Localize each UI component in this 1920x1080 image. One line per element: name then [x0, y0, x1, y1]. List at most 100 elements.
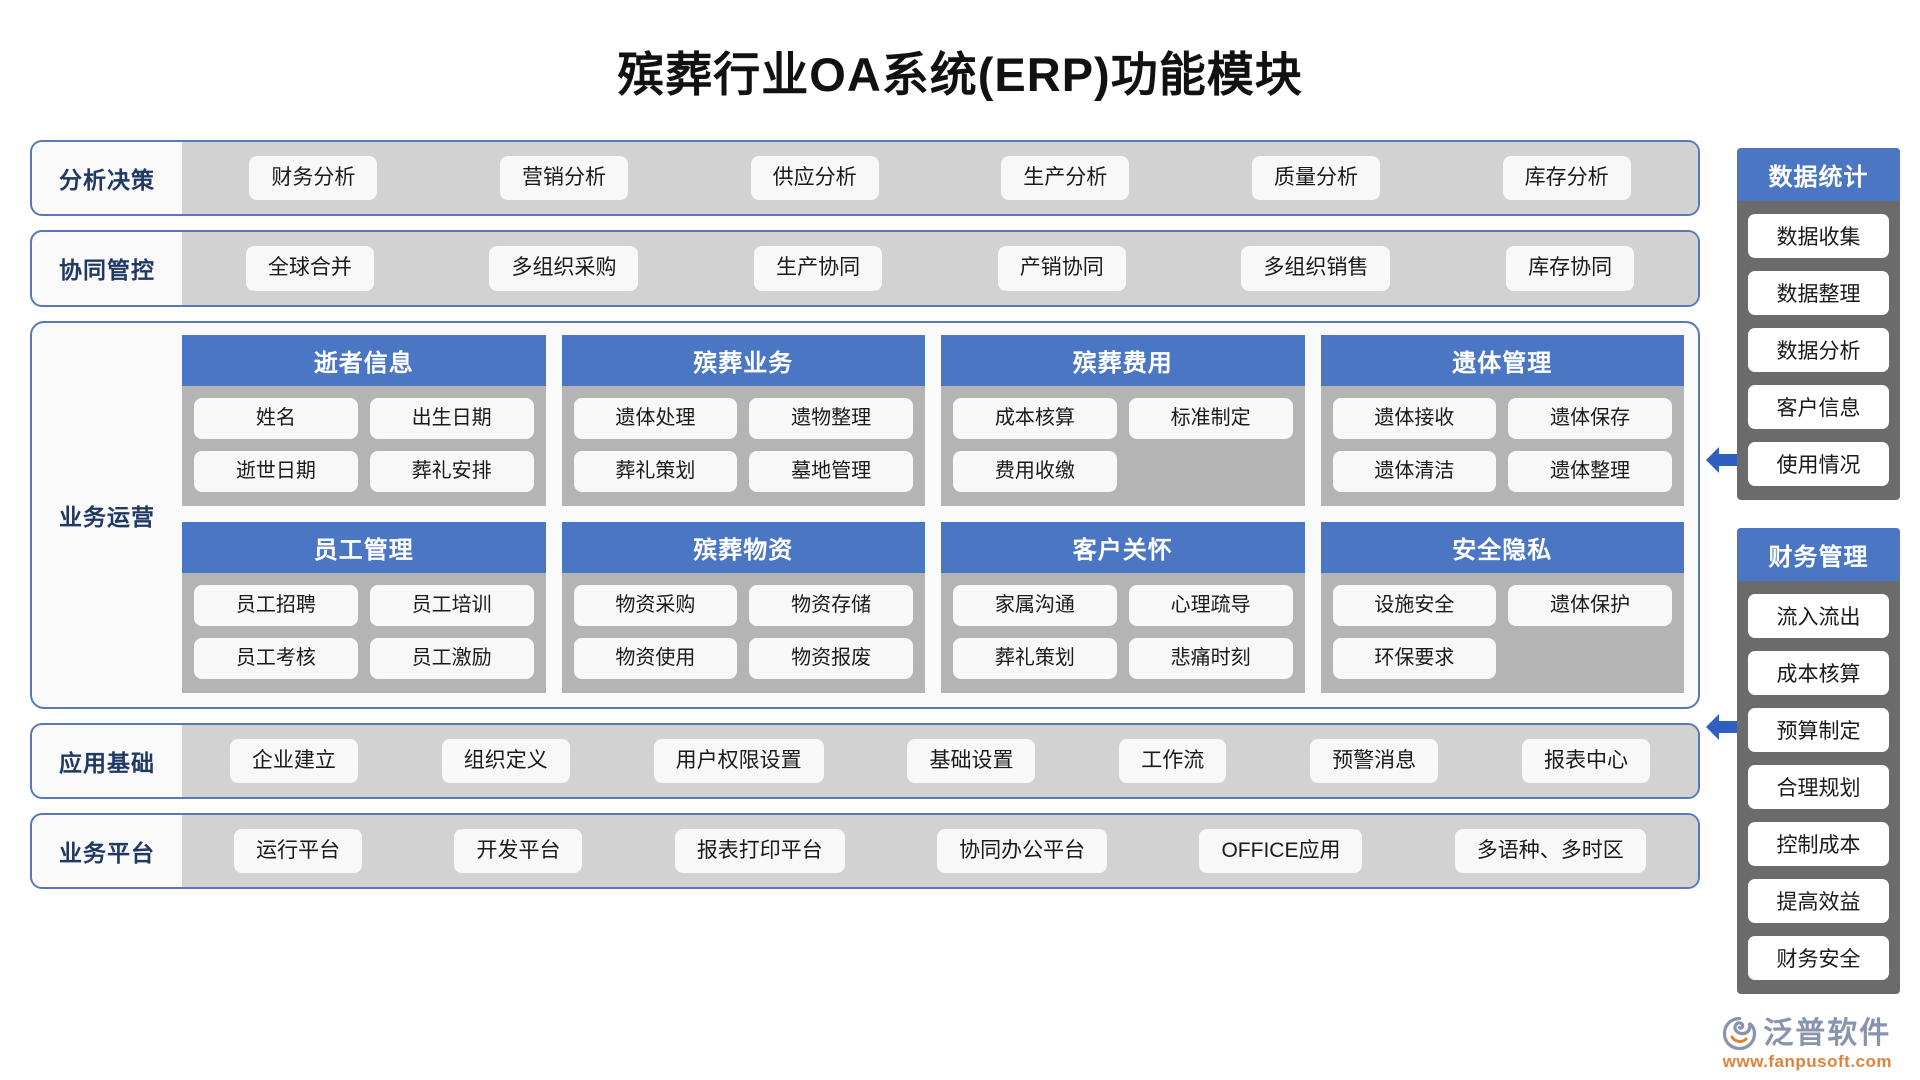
band-item[interactable]: 多组织销售: [1241, 246, 1391, 291]
card-item[interactable]: 物资报废: [749, 637, 913, 679]
sidebar-item[interactable]: 使用情况: [1748, 442, 1889, 486]
band-item[interactable]: 多语种、多时区: [1454, 828, 1646, 873]
band-item[interactable]: 预警消息: [1310, 738, 1439, 783]
band-item[interactable]: 用户权限设置: [653, 738, 824, 783]
band-item[interactable]: 质量分析: [1251, 156, 1380, 201]
card-item[interactable]: 费用收缴: [953, 450, 1117, 492]
card-items: 物资采购 物资存储 物资使用 物资报废: [561, 572, 925, 693]
band-item[interactable]: 生产分析: [1001, 156, 1130, 201]
connector-arrow-finance-management: [1706, 710, 1762, 744]
card-item[interactable]: 墓地管理: [749, 450, 913, 492]
band-item[interactable]: 工作流: [1119, 738, 1227, 783]
card-title: 逝者信息: [182, 334, 546, 386]
band-item[interactable]: 产销协同: [997, 246, 1126, 291]
band-item[interactable]: 全球合并: [245, 246, 374, 291]
sidebar-item[interactable]: 合理规划: [1748, 765, 1889, 809]
card-item[interactable]: 遗体清洁: [1332, 450, 1497, 492]
band-item[interactable]: 库存协同: [1506, 246, 1635, 291]
band-item[interactable]: 供应分析: [750, 156, 879, 201]
card-item[interactable]: 遗体整理: [1508, 450, 1672, 492]
card-item[interactable]: 员工招聘: [194, 584, 358, 626]
sidebar-panel-data-statistics: 数据统计 数据收集 数据整理 数据分析 客户信息 使用情况: [1737, 148, 1900, 500]
sidebar-item[interactable]: 数据分析: [1748, 328, 1889, 372]
card-item[interactable]: 悲痛时刻: [1128, 637, 1293, 679]
band-item[interactable]: 组织定义: [441, 738, 570, 783]
band-analysis-decision: 分析决策 财务分析 营销分析 供应分析 生产分析 质量分析 库存分析: [30, 140, 1700, 217]
card-item[interactable]: 遗体处理: [573, 397, 738, 439]
page-title: 殡葬行业OA系统(ERP)功能模块: [617, 48, 1303, 101]
card-item[interactable]: 员工培训: [369, 584, 534, 626]
card-item[interactable]: 葬礼策划: [953, 637, 1117, 679]
card-title: 遗体管理: [1320, 334, 1684, 386]
band-label: 业务运营: [59, 503, 155, 530]
band-label: 业务平台: [59, 839, 155, 866]
logo-row: 泛普软件: [1723, 1016, 1892, 1051]
band-item[interactable]: 开发平台: [454, 828, 583, 873]
card-items: 成本核算 标准制定 费用收缴: [941, 385, 1305, 506]
card-title: 殡葬业务: [561, 334, 925, 386]
card-item[interactable]: 姓名: [194, 397, 358, 439]
band-item[interactable]: 企业建立: [229, 738, 358, 783]
band-application-foundation: 应用基础 企业建立 组织定义 用户权限设置 基础设置 工作流 预警消息 报表中心: [30, 722, 1700, 799]
card-item[interactable]: 葬礼安排: [369, 450, 534, 492]
band-items: 企业建立 组织定义 用户权限设置 基础设置 工作流 预警消息 报表中心: [182, 724, 1698, 797]
card-item[interactable]: 遗体接收: [1332, 397, 1497, 439]
band-items: 全球合并 多组织采购 生产协同 产销协同 多组织销售 库存协同: [182, 232, 1698, 305]
card-item[interactable]: 环保要求: [1332, 637, 1497, 679]
card-items: 设施安全 遗体保护 环保要求: [1320, 572, 1684, 693]
card-deceased-info: 逝者信息 姓名 出生日期 逝世日期 葬礼安排: [182, 334, 546, 506]
sidebar-item[interactable]: 流入流出: [1748, 594, 1889, 638]
card-item[interactable]: 逝世日期: [194, 450, 358, 492]
sidebar-item[interactable]: 财务安全: [1748, 936, 1889, 980]
card-item[interactable]: 物资使用: [573, 637, 738, 679]
band-items: 运行平台 开发平台 报表打印平台 协同办公平台 OFFICE应用 多语种、多时区: [182, 814, 1698, 887]
card-item[interactable]: 葬礼策划: [573, 450, 738, 492]
card-items: 家属沟通 心理疏导 葬礼策划 悲痛时刻: [941, 572, 1305, 693]
band-item[interactable]: 生产协同: [754, 246, 883, 291]
band-business-operations: 业务运营 逝者信息 姓名 出生日期 逝世日期 葬礼安排 殡葬业务 遗体处理 遗: [30, 320, 1700, 709]
band-item[interactable]: 营销分析: [499, 156, 628, 201]
band-item[interactable]: 报表中心: [1521, 738, 1650, 783]
sidebar-item[interactable]: 预算制定: [1748, 708, 1889, 752]
card-item[interactable]: 心理疏导: [1128, 584, 1293, 626]
card-title: 安全隐私: [1320, 521, 1684, 573]
sidebar-item[interactable]: 提高效益: [1748, 879, 1889, 923]
sidebar-item[interactable]: 数据整理: [1748, 271, 1889, 315]
band-item[interactable]: 协同办公平台: [937, 828, 1108, 873]
card-employee-management: 员工管理 员工招聘 员工培训 员工考核 员工激励: [182, 521, 546, 693]
card-title: 殡葬物资: [561, 521, 925, 573]
logo-name: 泛普软件: [1763, 1016, 1892, 1050]
band-item[interactable]: 运行平台: [234, 828, 363, 873]
card-item[interactable]: 遗物整理: [749, 397, 913, 439]
card-item[interactable]: 物资采购: [573, 584, 738, 626]
band-item[interactable]: 报表打印平台: [674, 828, 845, 873]
card-item[interactable]: 成本核算: [953, 397, 1117, 439]
band-item[interactable]: 库存分析: [1502, 156, 1631, 201]
band-item[interactable]: 多组织采购: [489, 246, 639, 291]
card-item[interactable]: 员工激励: [369, 637, 534, 679]
brand-logo: 泛普软件 www.fanpusoft.com: [1723, 1016, 1892, 1070]
card-item[interactable]: 设施安全: [1332, 584, 1497, 626]
card-item[interactable]: 标准制定: [1128, 397, 1293, 439]
sidebar-item[interactable]: 数据收集: [1748, 214, 1889, 258]
sidebar-panel-title: 数据统计: [1737, 148, 1900, 201]
card-item[interactable]: 遗体保存: [1508, 397, 1672, 439]
card-title: 客户关怀: [941, 521, 1305, 573]
card-funeral-supplies: 殡葬物资 物资采购 物资存储 物资使用 物资报废: [561, 521, 925, 693]
card-funeral-cost: 殡葬费用 成本核算 标准制定 费用收缴: [941, 334, 1305, 506]
card-item[interactable]: 家属沟通: [953, 584, 1117, 626]
band-item[interactable]: 财务分析: [249, 156, 378, 201]
card-item[interactable]: 员工考核: [194, 637, 358, 679]
band-item[interactable]: OFFICE应用: [1199, 828, 1363, 873]
card-customer-care: 客户关怀 家属沟通 心理疏导 葬礼策划 悲痛时刻: [941, 521, 1305, 693]
card-item[interactable]: 出生日期: [369, 397, 534, 439]
card-item[interactable]: 遗体保护: [1508, 584, 1672, 626]
sidebar-item[interactable]: 成本核算: [1748, 651, 1889, 695]
sidebar-item[interactable]: 控制成本: [1748, 822, 1889, 866]
card-items: 遗体接收 遗体保存 遗体清洁 遗体整理: [1320, 385, 1684, 506]
sidebar-panel-finance-management: 财务管理 流入流出 成本核算 预算制定 合理规划 控制成本 提高效益 财务安全: [1737, 528, 1900, 994]
sidebar-item[interactable]: 客户信息: [1748, 385, 1889, 429]
card-item[interactable]: 物资存储: [749, 584, 913, 626]
band-item[interactable]: 基础设置: [907, 738, 1036, 783]
